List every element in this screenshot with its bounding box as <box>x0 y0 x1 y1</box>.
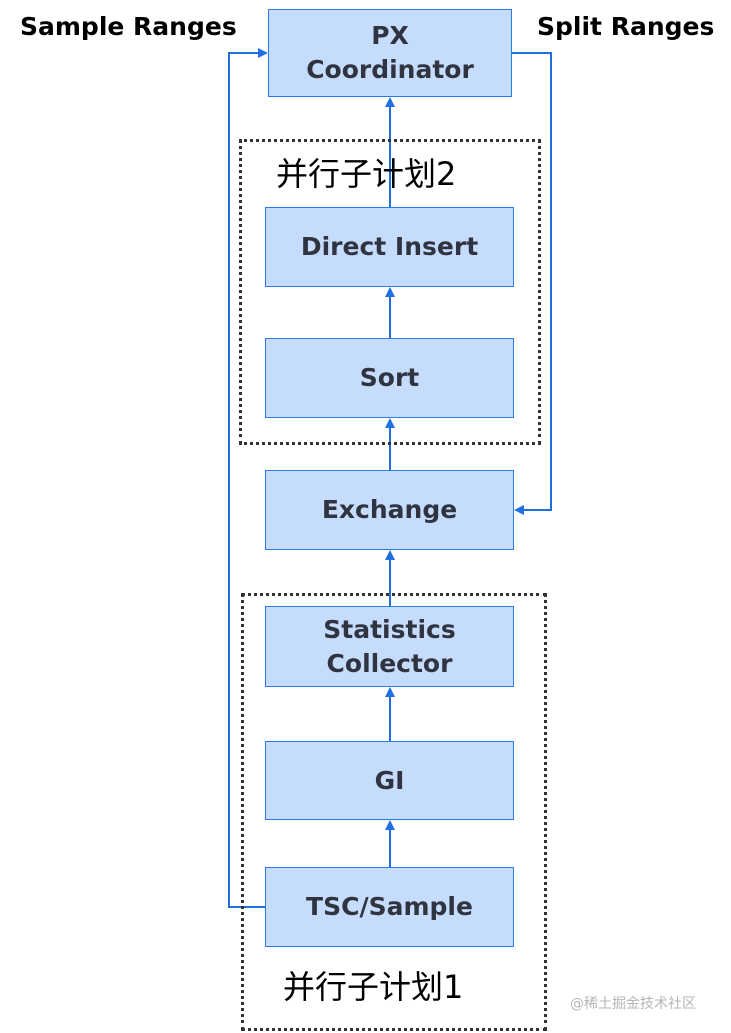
px-coordinator-line1: PX <box>371 21 409 50</box>
exchange-label: Exchange <box>321 495 458 524</box>
tsc-sample-node: TSC/Sample <box>265 867 514 947</box>
tsc-sample-label: TSC/Sample <box>306 892 473 921</box>
sort-label: Sort <box>359 363 420 392</box>
sample-ranges-label: Sample Ranges <box>20 12 237 41</box>
px-coordinator-node: PX Coordinator <box>268 9 512 97</box>
gi-label: GI <box>374 765 405 795</box>
parallel-subplan-1-group <box>241 593 547 1031</box>
watermark: @稀土掘金技术社区 <box>570 996 696 1012</box>
sort-node: Sort <box>265 338 514 418</box>
arrow-sample-ranges <box>228 48 268 908</box>
px-coordinator-line2: Coordinator <box>306 55 474 84</box>
arrow-split-ranges <box>512 52 552 515</box>
split-ranges-label: Split Ranges <box>537 12 715 41</box>
parallel-subplan-2-group <box>239 139 541 445</box>
parallel-subplan-1-title: 并行子计划1 <box>283 968 464 1006</box>
statistics-collector-node: Statistics Collector <box>265 606 514 687</box>
direct-insert-node: Direct Insert <box>265 207 514 287</box>
statistics-collector-line1: Statistics <box>323 614 456 644</box>
parallel-subplan-2-title: 并行子计划2 <box>276 155 457 193</box>
gi-node: GI <box>265 741 514 820</box>
direct-insert-label: Direct Insert <box>300 232 479 261</box>
exchange-node: Exchange <box>265 470 514 550</box>
statistics-collector-line2: Collector <box>326 648 453 678</box>
